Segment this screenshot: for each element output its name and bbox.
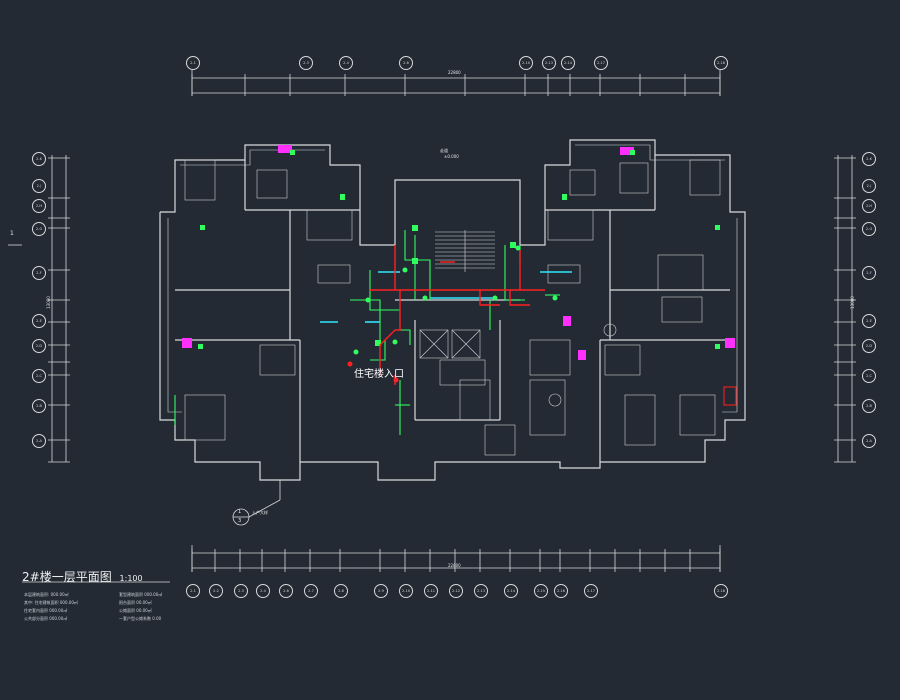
section-ref-number: 1 [238,509,242,515]
grid-axis-bubble: 2-10 [519,56,533,70]
bottom-total-dimension: 22800 [448,563,461,568]
grid-axis-bubble: 2-B [862,399,876,413]
grid-axis-bubble: 2-H [862,199,876,213]
grid-axis-bubble: 2-F [32,266,46,280]
right-total-dimension: 13000 [849,296,855,309]
valve-symbols [353,245,558,355]
section-note: 入户大样 [252,510,268,515]
grid-axis-bubble: 2-11 [424,584,438,598]
stair-level: ±0.000 [444,154,459,159]
area-note-4: 公共部分面积 000.00㎡ [24,616,68,621]
grid-axis-bubble: 2-6 [399,56,413,70]
top-total-dimension: 22800 [448,70,461,75]
area-note-2: 其中: 住宅建筑面积 000.00㎡ [24,600,78,605]
room-fixtures [184,159,721,456]
grid-axis-bubble: 2-4 [339,56,353,70]
grid-axis-bubble: 2-K [862,152,876,166]
grid-axis-bubble: 2-J [862,179,876,193]
stair-treads [435,230,495,272]
grid-axis-bubble: 2-1 [186,56,200,70]
grid-axis-bubble: 2-4 [256,584,270,598]
area-note-1: 本层建筑面积: 000.00㎡ [24,592,69,597]
right-dimension-lines [837,155,853,462]
grid-axis-bubble: 2-6 [279,584,293,598]
grid-axis-bubble: 2-J [32,179,46,193]
stair-note: 走道 [440,148,448,153]
area-note-3: 住宅套内面积 000.00㎡ [24,608,68,613]
grid-axis-bubble: 2-16 [554,584,568,598]
cyan-pipes [320,271,572,323]
grid-axis-bubble: 2-17 [584,584,598,598]
grid-axis-bubble: 2-F [862,266,876,280]
drawing-title: 2#楼一层平面图 1:100 [22,568,143,585]
left-total-dimension: 13000 [45,296,51,309]
equipment-markers [182,145,735,360]
grid-axis-bubble: 2-2 [209,584,223,598]
grid-axis-bubble: 2-D [32,339,46,353]
grid-axis-bubble: 2-H [32,199,46,213]
grid-axis-bubble: 2-E [862,314,876,328]
grid-axis-bubble: 2-13 [542,56,556,70]
entrance-markers [347,361,399,383]
grid-axis-bubble: 2-15 [534,584,548,598]
grid-axis-bubble: 2-G [32,222,46,236]
grid-axis-bubble: 2-1 [186,584,200,598]
left-dimension-ticks [48,157,70,463]
grid-axis-bubble: 2-D [862,339,876,353]
red-pipes [370,245,545,385]
grid-axis-bubble: 2-7 [304,584,318,598]
grid-axis-bubble: 2-18 [714,56,728,70]
drawing-title-text: 2#楼一层平面图 [22,570,112,584]
grid-axis-bubble: 2-3 [299,56,313,70]
area-note-8: 一套户型公摊系数 0.00 [119,616,162,621]
grid-axis-bubble: 2-A [862,434,876,448]
grid-axis-bubble: 2-14 [504,584,518,598]
section-sheet-number: 3 [238,518,242,524]
area-note-5: 套型建筑面积 000.00㎡ [119,592,163,597]
grid-axis-bubble: 2-18 [714,584,728,598]
left-dimension-lines [51,155,67,462]
grid-axis-bubble: 2-E [32,314,46,328]
left-section-mark-label: 1 [10,230,14,237]
grid-axis-bubble: 2-13 [474,584,488,598]
bottom-dimension-ticks [191,549,721,572]
top-dimension-ticks [191,74,721,96]
grid-axis-bubble: 2-A [32,434,46,448]
grid-axis-bubble: 2-C [862,369,876,383]
area-note-7: 公摊面积 00.00㎡ [119,608,152,613]
grid-axis-bubble: 2-14 [561,56,575,70]
grid-axis-bubble: 2-10 [399,584,413,598]
grid-axis-bubble: 2-C [32,369,46,383]
grid-axis-bubble: 2-B [32,399,46,413]
grid-axis-bubble: 2-8 [334,584,348,598]
entrance-label: 住宅楼入口 [354,369,404,380]
section-symbol [232,480,281,526]
grid-axis-bubble: 2-K [32,152,46,166]
grid-axis-bubble: 2-G [862,222,876,236]
grid-axis-bubble: 2-12 [449,584,463,598]
drawing-scale: 1:100 [119,574,143,583]
grid-axis-bubble: 2-17 [594,56,608,70]
area-note-6: 阳台面积 00.00㎡ [119,600,152,605]
right-dimension-ticks [834,157,856,463]
grid-axis-bubble: 2-3 [234,584,248,598]
grid-axis-bubble: 2-9 [374,584,388,598]
red-boxes [723,386,737,406]
